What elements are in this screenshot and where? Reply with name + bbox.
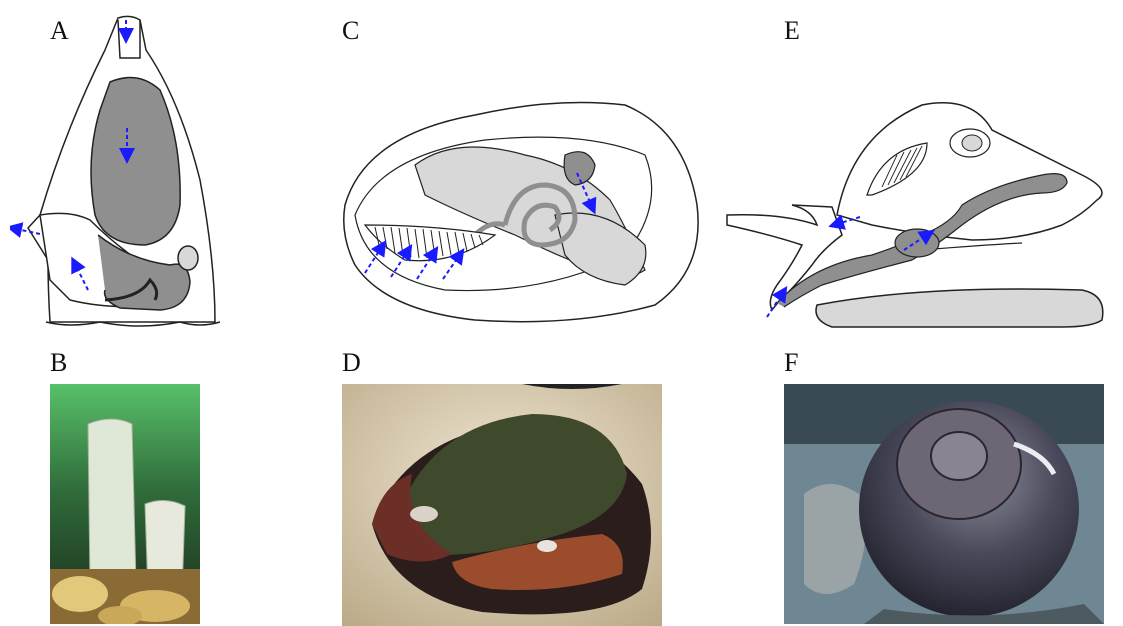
panel-c-mussel-diagram bbox=[325, 95, 725, 335]
panel-label-c: C bbox=[342, 18, 359, 44]
snail-shell-apex bbox=[931, 432, 987, 480]
stomach bbox=[895, 229, 939, 257]
tunicate-tube-left bbox=[88, 419, 136, 589]
foot bbox=[816, 289, 1103, 327]
panel-d-mussel-photo bbox=[342, 384, 662, 626]
panel-f-snail-photo bbox=[784, 384, 1104, 624]
snail-body bbox=[804, 484, 865, 594]
panel-label-d: D bbox=[342, 350, 361, 376]
shell-apex-inner bbox=[962, 135, 982, 151]
panel-label-e: E bbox=[784, 18, 800, 44]
panel-label-b: B bbox=[50, 350, 67, 376]
panel-label-f: F bbox=[784, 350, 798, 376]
panel-b-tunicate-photo bbox=[50, 384, 200, 624]
panel-e-snail-diagram bbox=[722, 95, 1122, 335]
body bbox=[727, 205, 842, 310]
gonad bbox=[178, 246, 198, 270]
panel-a-tunicate-diagram bbox=[10, 10, 230, 330]
